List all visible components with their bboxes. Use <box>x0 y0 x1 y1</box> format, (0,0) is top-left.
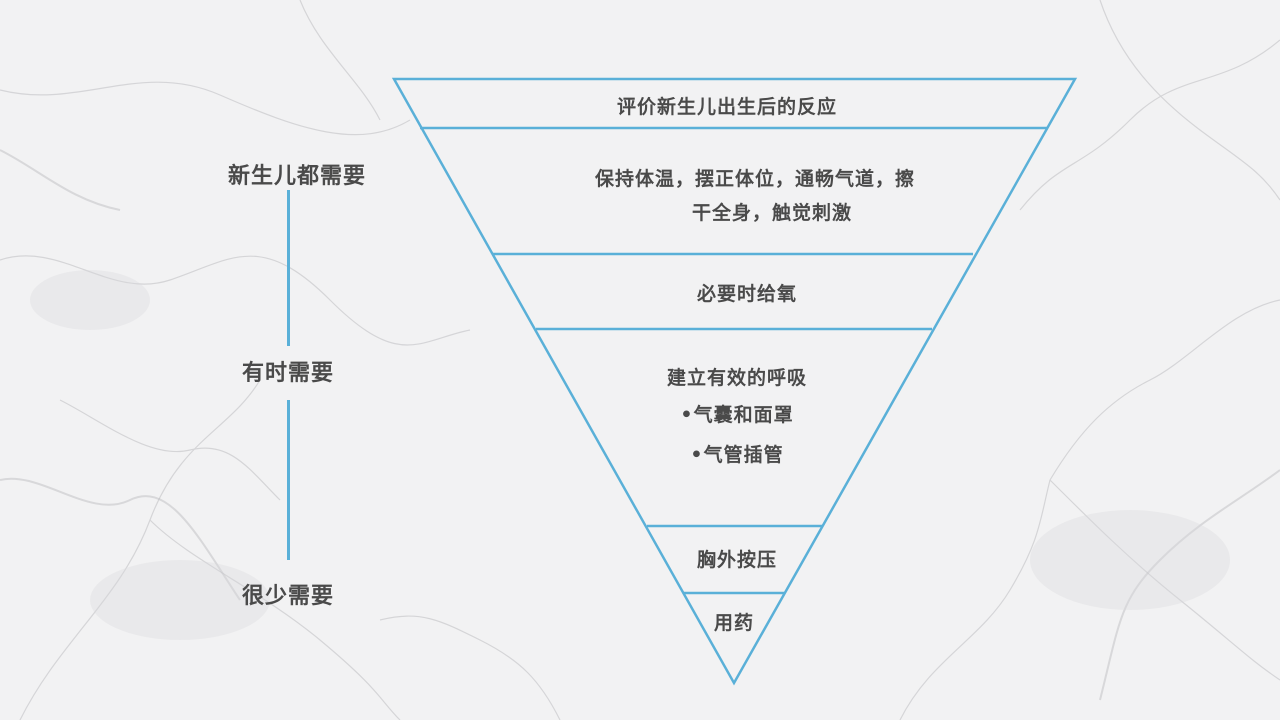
tier-evaluate: 评价新生儿出生后的反应 <box>616 96 838 118</box>
scale-label-sometimes: 有时需要 <box>241 361 335 386</box>
scale-bar-upper <box>287 190 290 346</box>
pyramid-outline <box>391 77 1078 686</box>
tier-oxygen: 必要时给氧 <box>696 283 798 305</box>
tier-initial-steps-line1: 保持体温，摆正体位，通畅气道，擦 <box>594 168 916 190</box>
scale-bar-lower <box>287 400 290 560</box>
tier-chest-compressions: 胸外按压 <box>696 549 778 571</box>
tier-ventilation-bag-mask: •气囊和面罩 <box>680 404 794 426</box>
tier-ventilation-title: 建立有效的呼吸 <box>666 367 808 389</box>
scale-label-rarely: 很少需要 <box>241 584 335 609</box>
scale-label-always: 新生儿都需要 <box>227 164 367 189</box>
tier-medication: 用药 <box>713 612 755 634</box>
tier-initial-steps-line2: 干全身，触觉刺激 <box>691 202 853 224</box>
tier-ventilation-intubation: •气管插管 <box>690 444 784 466</box>
